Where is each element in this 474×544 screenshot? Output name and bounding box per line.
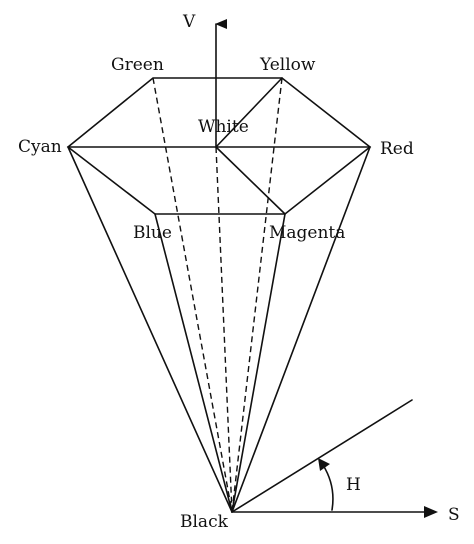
yellow-label: Yellow: [259, 55, 316, 75]
saturation-label: S: [448, 505, 460, 525]
hue-reference-line: [231, 399, 413, 513]
cyan-label: Cyan: [18, 137, 62, 157]
hue-arc-arrowhead: [318, 458, 330, 471]
cyan-black-edge: [67, 146, 233, 513]
red-label: Red: [380, 139, 414, 159]
saturation-arrowhead: [424, 506, 438, 518]
yellow-black-hidden-edge: [231, 77, 283, 513]
red-black-edge: [231, 146, 371, 513]
hue-angle-arc: [322, 464, 334, 511]
value-label: V: [182, 12, 196, 32]
blue-label: Blue: [133, 223, 172, 243]
hexagon-top-edges: [66, 77, 372, 215]
white-label: White: [198, 117, 249, 137]
white-to-magenta-edge: [215, 146, 286, 215]
green-black-hidden-edge: [152, 77, 233, 513]
value-axis-hidden: [215, 146, 233, 513]
hue-label: H: [346, 475, 361, 495]
magenta-label: Magenta: [269, 223, 345, 243]
white-to-yellow-edge: [215, 77, 283, 148]
blue-black-edge: [154, 213, 233, 513]
black-label: Black: [180, 512, 229, 532]
green-label: Green: [111, 55, 164, 75]
magenta-black-edge: [231, 213, 286, 513]
